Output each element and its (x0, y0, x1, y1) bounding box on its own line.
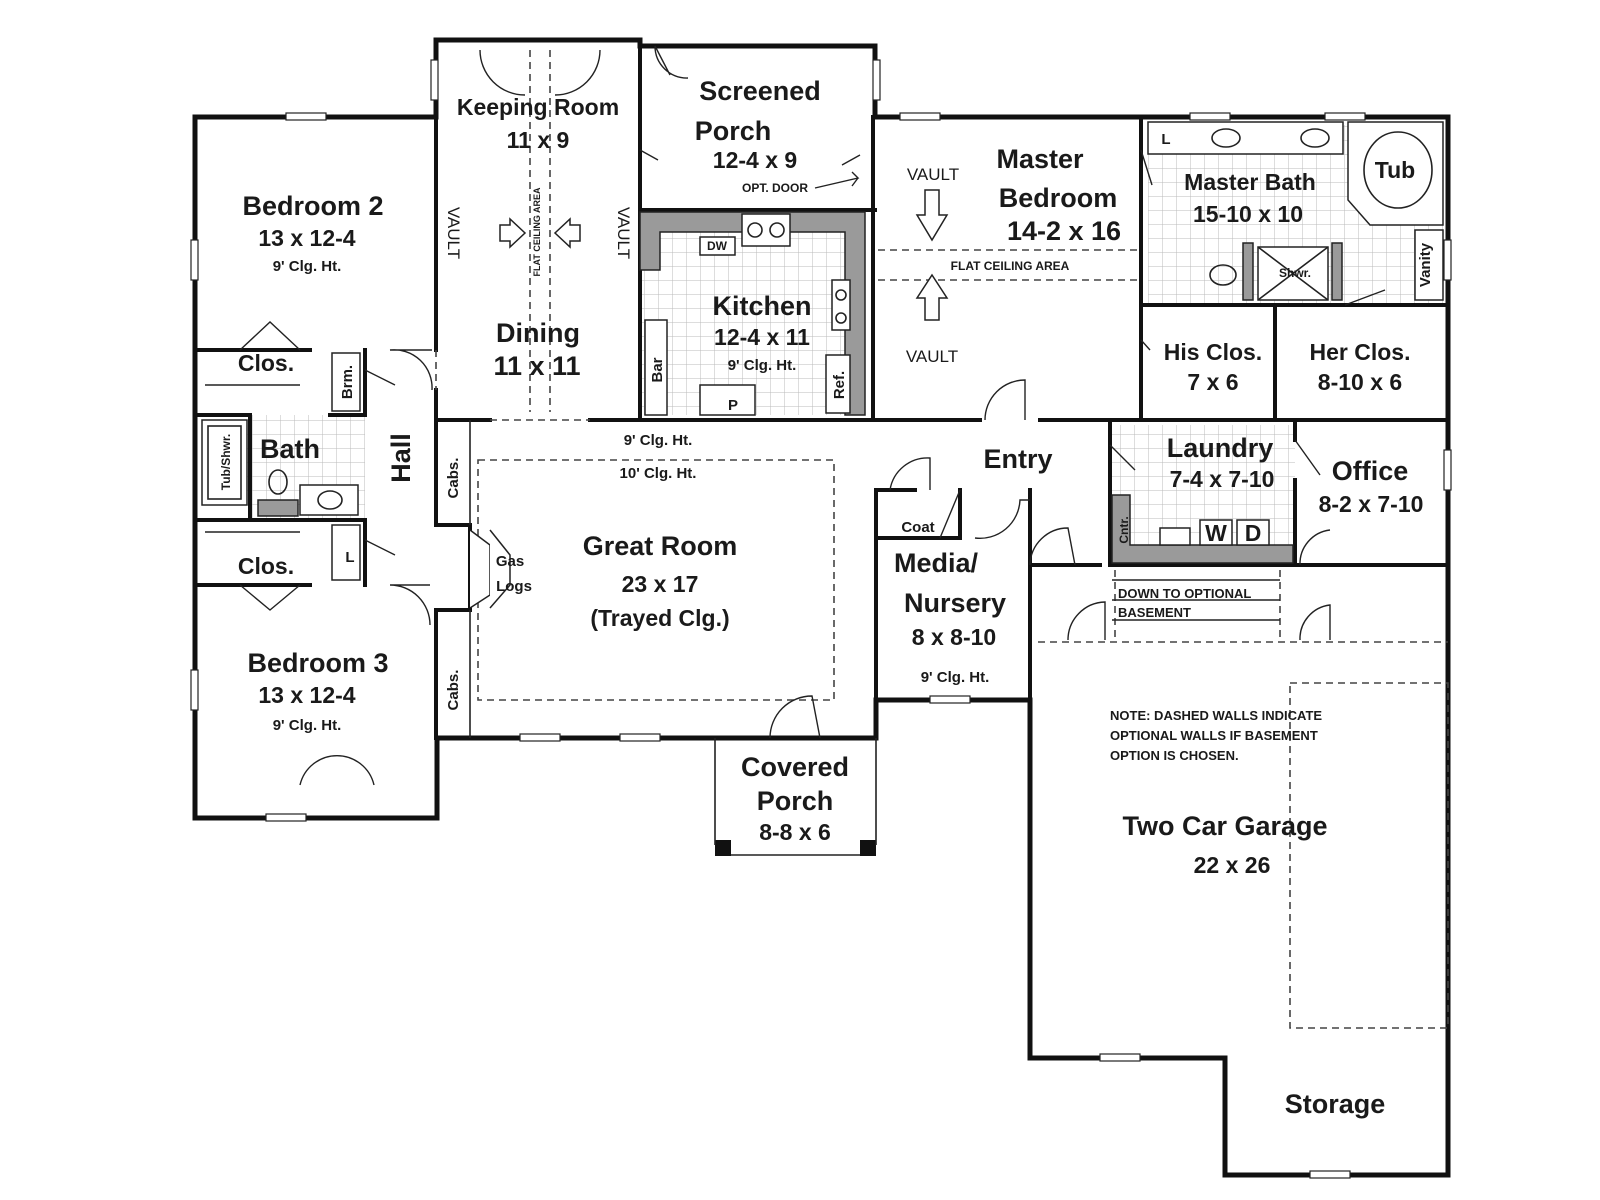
her-closet-name: Her Clos. (1310, 339, 1411, 365)
opt-door-label: OPT. DOOR (742, 181, 808, 195)
media-name-2: Nursery (904, 588, 1006, 618)
covered-porch-size: 8-8 x 6 (759, 819, 831, 845)
flat-ceiling-master-label: FLAT CEILING AREA (951, 259, 1070, 273)
flat-ceiling-dining-label: FLAT CEILING AREA (532, 187, 542, 276)
note-line-2: OPTIONAL WALLS IF BASEMENT (1110, 728, 1318, 743)
note-line-3: OPTION IS CHOSEN. (1110, 748, 1239, 763)
closet-bottom-label: Clos. (238, 553, 294, 579)
vault-master-bottom-label: VAULT (906, 347, 958, 366)
garage-name: Two Car Garage (1122, 811, 1327, 841)
kitchen-ceiling: 9' Clg. Ht. (728, 357, 797, 374)
broom-closet-label: Brm. (339, 365, 356, 399)
great-room-ceiling-10: 10' Clg. Ht. (620, 465, 697, 482)
media-name-1: Media/ (894, 548, 979, 578)
pantry-label: P (728, 397, 738, 414)
basement-stair-label-1: DOWN TO OPTIONAL (1118, 586, 1251, 601)
covered-porch-name-2: Porch (757, 786, 834, 816)
coat-closet-label: Coat (901, 519, 934, 536)
cabs-bottom-label: Cabs. (445, 670, 462, 711)
tub-label: Tub (1375, 157, 1415, 183)
bedroom3-size: 13 x 12-4 (258, 682, 355, 708)
office-size: 8-2 x 7-10 (1319, 491, 1424, 517)
hall-label: Hall (386, 433, 416, 483)
garage-size: 22 x 26 (1194, 852, 1271, 878)
master-bedroom-size: 14-2 x 16 (1007, 216, 1121, 246)
dryer-label: D (1245, 520, 1262, 546)
keeping-room-name: Keeping Room (457, 94, 619, 120)
cabs-top-label: Cabs. (445, 458, 462, 499)
master-bath-size: 15-10 x 10 (1193, 201, 1303, 227)
bedroom2-name: Bedroom 2 (242, 191, 383, 221)
interior-walls (193, 44, 1450, 740)
his-closet-size: 7 x 6 (1187, 369, 1238, 395)
porch-posts (469, 420, 877, 856)
counter-label: Cntr. (1117, 516, 1131, 543)
vanity-label: Vanity (1417, 242, 1434, 287)
dining-name: Dining (496, 318, 580, 348)
bath-name: Bath (260, 434, 320, 464)
master-toilet-label: L (1161, 131, 1170, 148)
entry-label: Entry (983, 444, 1052, 474)
bedroom3-ceiling: 9' Clg. Ht. (273, 717, 342, 734)
closet-top-label: Clos. (238, 350, 294, 376)
great-room-ceiling: (Trayed Clg.) (590, 605, 729, 631)
shower-label: Shwr. (1279, 266, 1311, 280)
storage-label: Storage (1285, 1089, 1386, 1119)
bedroom2-ceiling: 9' Clg. Ht. (273, 258, 342, 275)
office-name: Office (1332, 456, 1409, 486)
media-ceiling: 9' Clg. Ht. (921, 669, 990, 686)
master-bath-name: Master Bath (1184, 169, 1316, 195)
his-closet-name: His Clos. (1164, 339, 1262, 365)
bedroom3-name: Bedroom 3 (247, 648, 388, 678)
bar-label: Bar (649, 357, 666, 382)
doors (239, 45, 1386, 786)
media-size: 8 x 8-10 (912, 624, 996, 650)
keeping-room-size: 11 x 9 (507, 127, 570, 153)
laundry-name: Laundry (1167, 433, 1274, 463)
note-line-1: NOTE: DASHED WALLS INDICATE (1110, 708, 1322, 723)
kitchen-name: Kitchen (712, 291, 811, 321)
kitchen-fixtures (639, 211, 866, 416)
ref-label: Ref. (831, 371, 848, 399)
kitchen-size: 12-4 x 11 (714, 324, 810, 350)
her-closet-size: 8-10 x 6 (1318, 369, 1402, 395)
vault-left-label: VAULT (444, 207, 463, 259)
basement-stair-label-2: BASEMENT (1118, 605, 1191, 620)
fireplace (469, 529, 511, 609)
vault-right-label: VAULT (614, 207, 633, 259)
washer-label: W (1205, 520, 1227, 546)
vault-master-top-label: VAULT (907, 165, 959, 184)
screened-porch-name-2: Porch (695, 116, 772, 146)
screened-porch-name-1: Screened (699, 76, 821, 106)
vault-arrows (499, 171, 949, 321)
bath-fixtures (201, 352, 361, 581)
linen-closet-label: L (345, 549, 354, 566)
gas-logs-label-1: Gas (496, 553, 524, 570)
tub-shower-label: Tub/Shwr. (219, 434, 233, 490)
dining-size: 11 x 11 (493, 351, 580, 381)
great-room-name: Great Room (583, 531, 738, 561)
laundry-fixtures (1111, 494, 1294, 564)
covered-porch-name-1: Covered (741, 752, 849, 782)
gas-logs-label-2: Logs (496, 578, 532, 595)
laundry-size: 7-4 x 7-10 (1170, 466, 1275, 492)
dishwasher-label: DW (707, 239, 728, 253)
screened-porch-size: 12-4 x 9 (713, 147, 797, 173)
windows (190, 59, 1452, 1179)
master-bedroom-name-1: Master (996, 144, 1084, 174)
great-room-size: 23 x 17 (622, 571, 699, 597)
bedroom2-size: 13 x 12-4 (258, 225, 355, 251)
master-bath-fixtures (1147, 121, 1444, 301)
master-bedroom-name-2: Bedroom (999, 183, 1118, 213)
great-room-ceiling-9: 9' Clg. Ht. (624, 432, 693, 449)
